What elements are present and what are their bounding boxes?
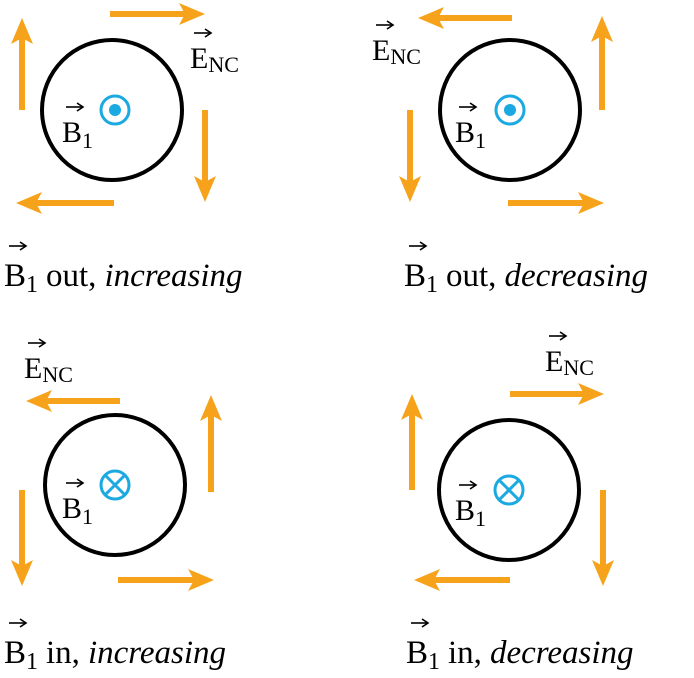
field-ring bbox=[99, 94, 131, 126]
arrow-head bbox=[592, 560, 614, 586]
arrow-head bbox=[591, 16, 613, 42]
current-loop bbox=[40, 38, 184, 182]
enc-arrow-right bbox=[118, 569, 214, 591]
vector-hat bbox=[411, 618, 430, 628]
vector-hat-head bbox=[469, 480, 478, 490]
arrow-head bbox=[179, 3, 205, 25]
field-dot bbox=[109, 104, 121, 116]
enc-label: ENC bbox=[24, 352, 73, 387]
vector-hat bbox=[66, 102, 85, 112]
arrow-head bbox=[188, 569, 214, 591]
arrow-head bbox=[200, 395, 222, 421]
field-cross-stroke bbox=[497, 478, 521, 502]
current-loop bbox=[43, 413, 187, 557]
field-label: B1 bbox=[62, 492, 93, 529]
enc-label: ENC bbox=[545, 345, 594, 380]
field-dot bbox=[504, 104, 516, 116]
vector-hat-head bbox=[76, 102, 85, 112]
field-ring bbox=[493, 474, 525, 506]
arrow-head bbox=[194, 176, 216, 202]
arrow-head bbox=[399, 176, 421, 202]
enc-arrow-left bbox=[16, 192, 114, 214]
enc-arrow-down bbox=[399, 110, 421, 202]
arrow-head bbox=[578, 383, 604, 405]
enc-label: ENC bbox=[372, 34, 421, 69]
vector-hat-head bbox=[38, 338, 47, 348]
field-out-symbol bbox=[99, 94, 131, 126]
vector-hat-head bbox=[19, 241, 28, 251]
enc-arrow-down bbox=[592, 490, 614, 586]
enc-arrow-left bbox=[26, 390, 120, 412]
arrow-head bbox=[26, 390, 52, 412]
field-ring bbox=[99, 469, 131, 501]
field-label: B1 bbox=[455, 116, 486, 153]
vector-hat bbox=[459, 480, 478, 490]
arrow-head bbox=[401, 394, 423, 420]
enc-arrow-right bbox=[510, 383, 604, 405]
vector-hat-head bbox=[19, 618, 28, 628]
vector-hat bbox=[549, 331, 568, 341]
field-out-symbol bbox=[494, 94, 526, 126]
arrow-head bbox=[11, 18, 33, 44]
enc-arrow-left bbox=[418, 7, 512, 29]
vector-hat bbox=[9, 618, 28, 628]
vector-hat-head bbox=[76, 478, 85, 488]
enc-arrow-up bbox=[11, 18, 33, 110]
enc-arrow-up bbox=[401, 394, 423, 490]
enc-arrow-up bbox=[591, 16, 613, 110]
arrow-head bbox=[414, 569, 440, 591]
enc-arrow-up bbox=[200, 395, 222, 492]
field-label: B1 bbox=[455, 494, 486, 531]
field-label: B1 bbox=[62, 116, 93, 153]
arrow-head bbox=[11, 560, 33, 586]
vector-hat-head bbox=[559, 331, 568, 341]
field-in-symbol bbox=[99, 469, 131, 501]
field-in-symbol bbox=[493, 474, 525, 506]
arrow-head bbox=[578, 192, 604, 214]
enc-arrow-right bbox=[508, 192, 604, 214]
vector-hat bbox=[66, 478, 85, 488]
vector-hat-head bbox=[421, 618, 430, 628]
vector-hat bbox=[459, 102, 478, 112]
enc-arrow-down bbox=[194, 110, 216, 202]
enc-arrow-left bbox=[414, 569, 510, 591]
current-loop bbox=[438, 38, 582, 182]
vector-hat bbox=[9, 241, 28, 251]
field-ring bbox=[494, 94, 526, 126]
vector-hat-head bbox=[204, 28, 213, 38]
current-loop bbox=[437, 418, 581, 562]
vector-hat-head bbox=[469, 102, 478, 112]
arrow-head bbox=[16, 192, 42, 214]
vector-hat bbox=[376, 20, 395, 30]
arrow-head bbox=[418, 7, 444, 29]
vector-hat bbox=[409, 241, 428, 251]
enc-label: ENC bbox=[190, 42, 239, 77]
field-cross-stroke bbox=[103, 473, 127, 497]
vector-hat-head bbox=[386, 20, 395, 30]
vector-hat-head bbox=[419, 241, 428, 251]
vector-hat bbox=[28, 338, 47, 348]
enc-arrow-down bbox=[11, 490, 33, 586]
vector-hat bbox=[194, 28, 213, 38]
enc-arrow-right bbox=[110, 3, 205, 25]
